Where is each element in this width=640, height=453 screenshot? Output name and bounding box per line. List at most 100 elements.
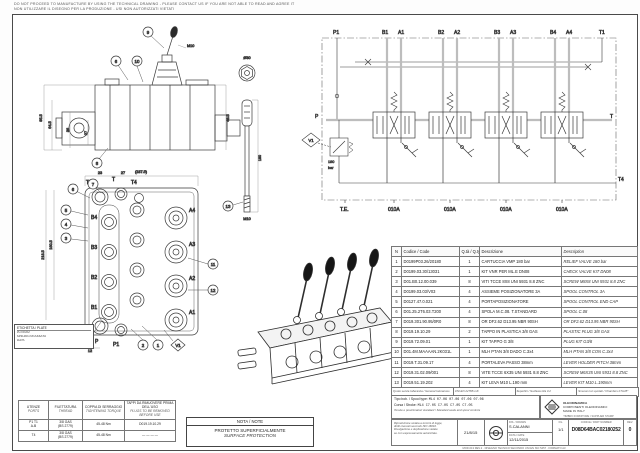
legal-notice: Riproduzione vietata a termini di legge,… — [392, 420, 458, 445]
cell-code: D01.25.2T6.03.T200 — [401, 306, 460, 318]
cell-n: 11 — [391, 357, 402, 369]
sheet-cell: FG. 1/1 — [553, 420, 570, 445]
plate-callout-box: ETICHETTA / PLATE P.LOGO2 MISURA INCASSA… — [14, 324, 94, 349]
cell-desc-en: SCREW M6X35 UNI 5931 8.8 ZNC — [561, 367, 638, 379]
cell-desc: TAPPO IN PLASTICA 3/8 GAS — [479, 326, 562, 338]
cell-code: D0199.03.30/13031 — [401, 266, 460, 278]
date-value: 12/11/2015 — [509, 436, 529, 442]
thread-header-en: THREAD — [58, 408, 73, 413]
cell-code: D019.31.02.09/001 — [401, 367, 460, 379]
legal-line-2: diritti riservati secondo ISO 16016. — [394, 423, 437, 428]
revision-cell: REV. 0 — [624, 420, 636, 445]
spool-info-box: Tipo bob. / Spool type: ML4 07.06 07.06 … — [391, 395, 540, 419]
torque-header-it: COPPIA DI SERRAGGIO — [84, 404, 123, 409]
cell-desc: VITI TCCE 8X8 UNI 5931 8.8 ZNC — [479, 276, 562, 288]
cell-qty: 1 — [459, 346, 480, 359]
sheet-value: 1/1 — [558, 427, 564, 432]
note-box: NOTA / NOTE PROTETTO SUPERFICIALMENTE SU… — [186, 417, 314, 447]
cell-thread: 3/8 GAS(BS 2779) — [48, 429, 83, 442]
cell-n: 3 — [391, 276, 402, 288]
part-number-label: CODICE / PART NUMBER — [580, 421, 612, 424]
cell-n: 2 — [391, 266, 402, 278]
cell-desc: CARTUCCIA VMP 180 bar — [479, 256, 562, 268]
thread-header-it: FILETTATURA — [54, 404, 77, 409]
manufacturer-logo-icon — [544, 399, 560, 415]
cell-qty: 8 — [459, 276, 480, 288]
thread-value-2: (BS 2779) — [58, 423, 73, 428]
footer-note-1: Quote senza tolleranza / General toleran… — [392, 388, 454, 396]
thread-value-1: 3/8 GAS — [59, 430, 72, 435]
cell-qty: 2 — [459, 326, 480, 338]
stamp-line-3: MADE IN ITALY — [563, 409, 585, 413]
date-cell: DATA / DATE 12/11/2015 — [508, 433, 553, 445]
cell-qty: 1 — [459, 266, 480, 278]
cell-n: 7 — [391, 316, 402, 328]
cell-code: D0199P03.26/20180 — [401, 256, 460, 268]
part-number-value: D08D64BAC02180252 — [571, 427, 621, 433]
cell-desc: VITE TCCE 6X35 UNI 5931 8.8 ZNC — [479, 367, 562, 379]
spool-stroke-label: Corsa / Stroke: — [394, 402, 417, 407]
cell-qty: 4 — [459, 306, 480, 318]
legal-line-4: se non espressamente autorizzate. — [394, 430, 438, 435]
note-line-en: SURFACE PROTECTION — [224, 432, 276, 438]
cell-desc: OR DF2.62 D13.95 NBR 90SH — [479, 316, 562, 328]
ports-header-en: PORTS — [27, 408, 40, 413]
cell-desc-en: LEVER HOLDER PITCH 38mm — [561, 357, 638, 369]
cell-desc: KIT VNR PER ML.E DN08 — [479, 266, 562, 278]
cell-code: D01.4M.MAAAAN.2K031L — [401, 346, 460, 359]
cell-plugs: — — — — — [124, 429, 176, 442]
release-date: 21/8/15 — [458, 420, 485, 445]
ports-header-it: UTENZE — [26, 404, 41, 409]
cell-desc: PORTAPOSIZIONATORE — [479, 296, 562, 308]
parts-header-row: N Codice / Code Q.tà / Q.ty Descrizione … — [391, 245, 638, 258]
cell-code: D0199.03.03/V03 — [401, 286, 460, 298]
cell-desc-en: OR DF2.62 D13.95 NBR 90SH — [561, 316, 638, 328]
cell-n: 10 — [391, 346, 402, 359]
spool-type-label: Tipo bob. / Spool type: — [394, 397, 428, 401]
cell-desc-en: PLUG KIT G3/8 — [561, 336, 638, 348]
spool-stroke-value: ML4 C7.05 C7.05 C7.05 C7.05 — [417, 403, 473, 408]
cell-ports: T4 — [18, 429, 49, 442]
note-line-it: PROTETTO SUPERFICIALMENTE — [214, 427, 286, 433]
legal-line-3: Divulgazione e duplicazione vietate — [394, 427, 438, 432]
cell-code: D019.72.09.01 — [401, 336, 460, 348]
sheet-label: FG. — [558, 421, 563, 424]
cell-qty: 1 — [459, 336, 480, 348]
cell-desc-en: SPOOL CONTROL 3A — [561, 286, 638, 298]
footer-note-3: Superfici / Surfaces Ra 3.2 — [516, 388, 578, 396]
col-desc-en: Description — [561, 245, 638, 258]
legal-line-1: Riproduzione vietata a termini di legge, — [394, 420, 443, 425]
supplier-stamp-box: OLEODINAMICA COMPONENTI OLEODINAMICI MAD… — [540, 395, 637, 419]
parts-table: N Codice / Code Q.tà / Q.ty Descrizione … — [391, 245, 638, 389]
cell-qty: 4 — [459, 357, 480, 369]
drawn-by-cell: DIS. / DRAWN S.CALANNI — [507, 420, 553, 433]
plate-callout-line-3: DATA — [17, 337, 25, 342]
cell-code: D019.T.31.09.17 — [401, 357, 460, 369]
cell-qty: 4 — [459, 286, 480, 298]
thread-value-1: 3/8 GAS — [59, 419, 72, 424]
stamp-line-1: OLEODINAMICA — [563, 400, 588, 405]
cell-n: 5 — [391, 296, 402, 308]
cell-desc: ASSIEME POSIZIONATORE 3A — [479, 286, 562, 298]
title-block: Riproduzione vietata a termini di legge,… — [391, 419, 637, 446]
disclaimer-line-1: DO NOT PROCEED TO MANUFACTURE BY USING T… — [14, 2, 295, 6]
cell-desc-en: SPOOL C.08 — [561, 306, 638, 318]
cell-desc-en: SPOOL CONTROL END CAP — [561, 296, 638, 308]
plugs-header-it: TAPPI DA RIMUOVERE PRIMA DELL'USO — [126, 401, 174, 409]
cell-desc-en: CHECK VALVE KIT DN08 — [561, 266, 638, 278]
